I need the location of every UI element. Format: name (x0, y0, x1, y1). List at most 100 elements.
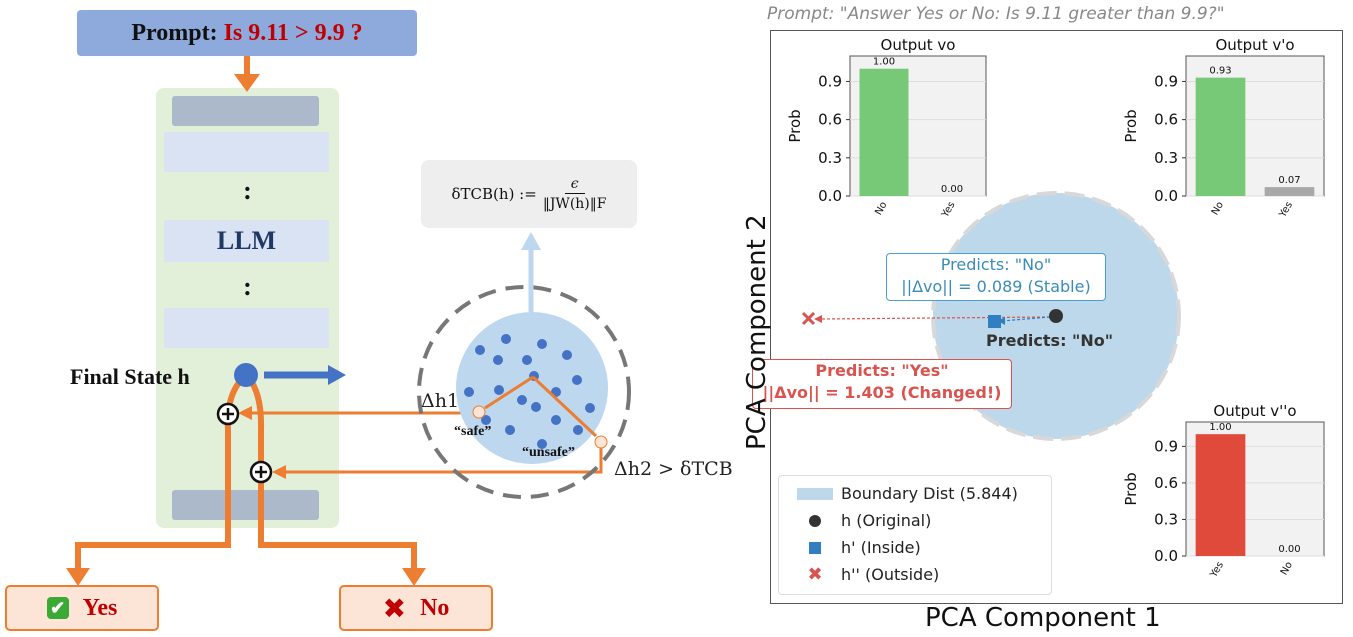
y-tick-label: 0.3 (1154, 149, 1178, 167)
x-tick-label: Yes (1208, 560, 1226, 580)
formula-denominator: ‖JW(h)‖F (542, 196, 607, 212)
llm-layer (164, 308, 329, 348)
formula-numerator: ϵ (564, 176, 585, 194)
tcb-formula: δTCB(h) := ϵ ‖JW(h)‖F (421, 160, 637, 228)
bar-value-label: 1.00 (1209, 422, 1231, 433)
y-tick-label: 0.0 (1154, 547, 1178, 565)
arrow-head (234, 74, 260, 92)
x-tick-label: No (1279, 560, 1295, 577)
checkmark-icon: ✔ (46, 597, 69, 619)
y-axis-label: PCA Component 2 (742, 214, 772, 450)
hidden-state-points (464, 334, 595, 449)
final-state-dot (234, 363, 258, 387)
outside-annotation-line1: Predicts: "Yes" (815, 361, 949, 380)
x-tick-label: Yes (939, 200, 957, 220)
legend-item-original: h (Original) (789, 511, 931, 530)
x-tick-label: Yes (1277, 200, 1295, 220)
x-icon: ✖ (807, 564, 823, 585)
plot-title: Prompt: "Answer Yes or No: Is 9.11 great… (767, 4, 1225, 24)
arrow-head (66, 568, 90, 586)
llm-column: : LLM : (156, 88, 339, 528)
yes-output-box: ✔ Yes (5, 585, 159, 631)
y-tick-label: 0.3 (1154, 510, 1178, 528)
inset-title: Output v''o (1213, 402, 1296, 420)
x-axis-label: PCA Component 1 (925, 603, 1161, 633)
arrow-head (402, 568, 426, 586)
unsafe-label: “unsafe” (522, 445, 575, 460)
unsafe-point (594, 435, 608, 449)
safe-label: “safe” (454, 424, 492, 439)
yes-path (75, 375, 246, 572)
cross-icon: ✖ (382, 591, 407, 625)
bar (859, 68, 909, 196)
y-tick-label: 0.0 (818, 187, 842, 205)
llm-label: LLM (164, 220, 329, 262)
outside-annotation-line2: ||Δvo|| = 1.403 (Changed!) (762, 383, 1002, 402)
bar-value-label: 0.07 (1278, 175, 1300, 186)
y-tick-label: 0.6 (1154, 474, 1178, 492)
bar-value-label: 0.00 (941, 184, 963, 195)
y-tick-label: 0.6 (1154, 111, 1178, 129)
square-icon (809, 541, 821, 554)
bar-value-label: 0.93 (1209, 66, 1231, 77)
prompt-question: Is 9.11 > 9.9 ? (223, 19, 363, 46)
inside-point (988, 315, 1001, 328)
llm-bottom-layer (172, 490, 319, 520)
y-tick-label: 0.9 (818, 72, 842, 90)
original-prediction-label: Predicts: "No" (986, 331, 1114, 350)
bar (1264, 187, 1315, 196)
tcb-boundary (417, 285, 631, 499)
no-output-box: ✖ No (339, 585, 493, 631)
llm-layer (164, 132, 329, 172)
patch-icon (797, 487, 833, 500)
delta-h2-label: Δh2 > δTCB (614, 458, 733, 480)
delta-h1-arrow (484, 375, 534, 410)
outside-annotation: Predicts: "Yes" ||Δvo|| = 1.403 (Changed… (752, 359, 1012, 409)
legend-item-outside: ✖ h'' (Outside) (789, 564, 939, 585)
arrow-head (328, 365, 346, 385)
y-axis-label: Prob (1122, 109, 1140, 142)
y-axis-label: Prob (786, 109, 804, 142)
y-axis-label: Prob (1122, 472, 1140, 505)
inside-annotation: Predicts: "No" ||Δvo|| = 0.089 (Stable) (886, 253, 1106, 301)
delta-h1-label: Δh1 (421, 390, 460, 412)
inset-title: Output vo (881, 36, 956, 54)
inside-arrow (1001, 316, 1051, 322)
unsafe-injection-line (284, 444, 603, 474)
yes-label: Yes (82, 594, 118, 621)
final-state-label: Final State h (70, 364, 190, 389)
arrow-head (272, 465, 286, 479)
x-tick-label: No (873, 200, 889, 217)
arrow-head (521, 232, 541, 250)
y-tick-label: 0.9 (1154, 72, 1178, 90)
llm-top-layer (172, 96, 319, 126)
bar (1195, 434, 1246, 556)
inside-annotation-line1: Predicts: "No" (940, 255, 1052, 274)
prompt-label: Prompt: (131, 19, 218, 46)
outside-point (801, 311, 816, 326)
no-label: No (420, 594, 450, 621)
vertical-dots: : (243, 272, 252, 301)
formula-lhs: δTCB(h) := (451, 185, 537, 203)
legend-item-inside: h' (Inside) (789, 538, 921, 557)
vertical-dots: : (243, 176, 252, 205)
legend: Boundary Dist (5.844) h (Original) h' (I… (778, 475, 1052, 595)
inset-title: Output v'o (1215, 36, 1294, 54)
bar-value-label: 1.00 (873, 57, 895, 68)
y-tick-label: 0.9 (1154, 437, 1178, 455)
legend-item-boundary: Boundary Dist (5.844) (789, 484, 1018, 503)
no-path (246, 376, 417, 572)
arrow-head (238, 406, 252, 420)
prompt-box: Prompt: Is 9.11 > 9.9 ? (77, 10, 417, 56)
inside-annotation-line2: ||Δvo|| = 0.089 (Stable) (901, 277, 1091, 296)
y-tick-label: 0.6 (818, 111, 842, 129)
stable-region (456, 312, 608, 464)
y-tick-label: 0.0 (1154, 187, 1178, 205)
bar (1195, 77, 1246, 196)
circle-icon (809, 514, 821, 527)
bar-value-label: 0.00 (1278, 544, 1300, 555)
